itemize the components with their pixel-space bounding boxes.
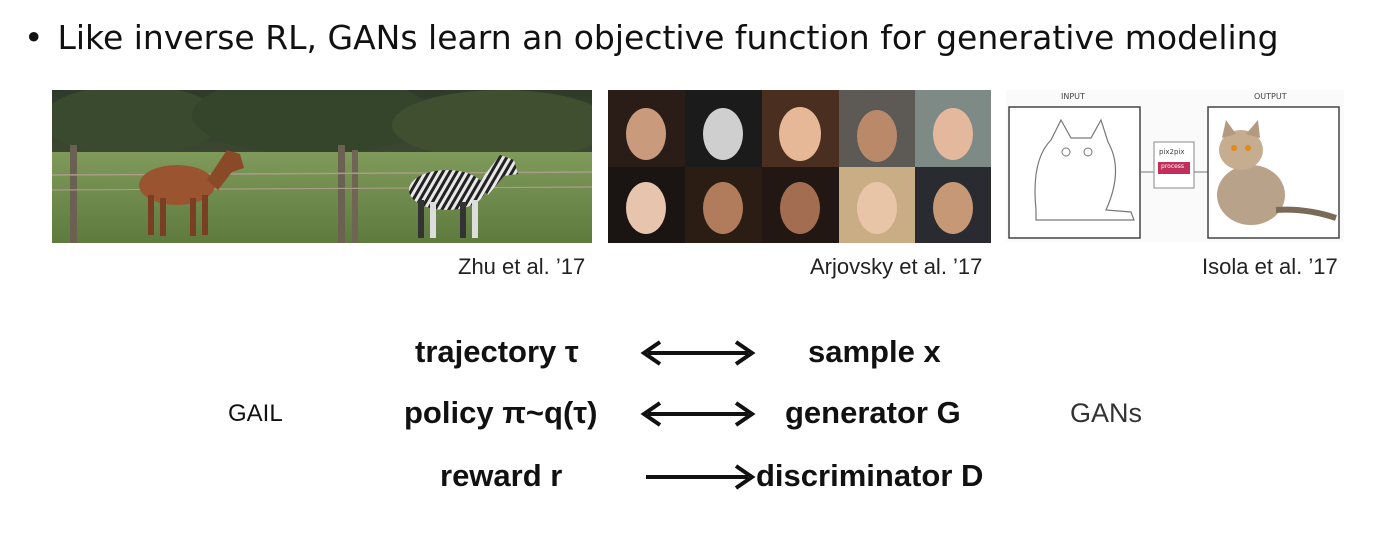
gans-label: GANs [1070,398,1143,428]
mapping-left-3: reward r [440,458,563,493]
pix2pix-image: INPUT OUTPUT pix2pix process [1006,90,1344,242]
gail-label: GAIL [228,400,283,427]
horse-zebra-image [52,90,592,243]
pix2pix-process-button: process [1161,163,1185,170]
bullet-text: Like inverse RL, GANs learn an objective… [57,18,1279,57]
horse-zebra-illustration [52,90,592,243]
double-arrow-icon [640,401,756,427]
pix2pix-illustration [1006,90,1344,242]
caption-zhu: Zhu et al. ’17 [458,254,586,279]
pix2pix-box-label: pix2pix [1159,148,1185,156]
caption-isola: Isola et al. ’17 [1202,254,1338,279]
bullet-point: • Like inverse RL, GANs learn an objectiv… [24,18,1279,57]
bullet-symbol: • [24,18,44,57]
caption-arjovsky: Arjovsky et al. ’17 [810,254,983,279]
pix2pix-output-label: OUTPUT [1254,92,1287,101]
faces-grid-illustration [608,90,991,243]
mapping-left-2: policy π~q(τ) [404,395,598,430]
pix2pix-input-label: INPUT [1061,92,1085,101]
mapping-right-1: sample x [808,334,941,369]
mapping-right-2: generator G [785,395,961,430]
double-arrow-icon [640,340,756,366]
arrow-right-icon [646,464,756,490]
faces-grid-image [608,90,991,243]
mapping-right-3: discriminator D [756,458,984,493]
mapping-left-1: trajectory τ [415,334,579,369]
